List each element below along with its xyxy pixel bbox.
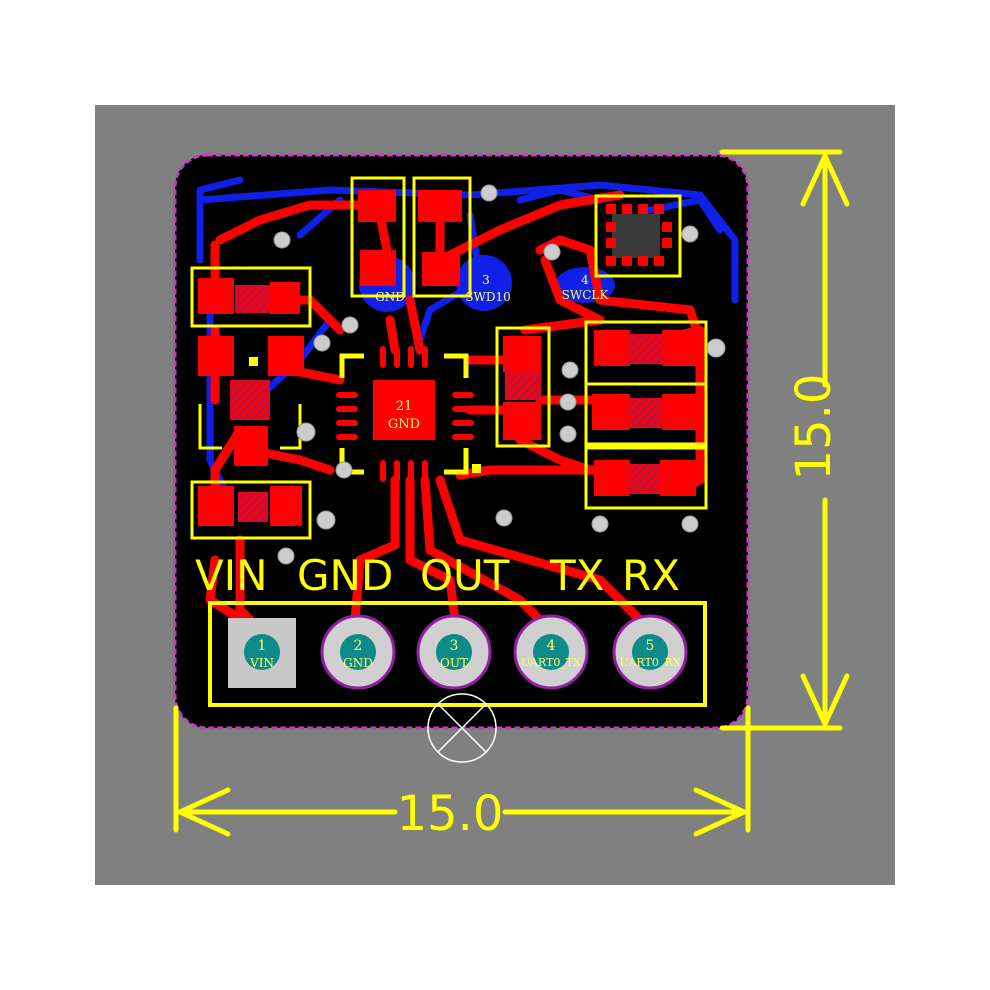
header-label-rx: RX [622, 551, 680, 600]
pin-5-number: 5 [646, 638, 655, 654]
pin-4: 4 UART0_TX [513, 614, 589, 690]
pin-header: 1 VIN 2 GND 3 OUT 4 UART0_TX 5 UART0_RX [208, 601, 707, 707]
pin-5: 5 UART0_RX [612, 614, 688, 690]
pin-3-number: 3 [450, 638, 459, 654]
test-point-swclk-number: 4 [581, 273, 589, 287]
pin-1-net: VIN [249, 656, 274, 670]
ic-center-pin-number: 21 [396, 399, 413, 414]
test-point-labels: GND 3 SWD10 4 SWCLK [375, 273, 609, 304]
header-label-vin: VIN [195, 551, 268, 600]
test-point-swd10-net: SWD10 [465, 290, 510, 304]
pin-4-net: UART0_TX [521, 656, 581, 669]
pin-1-number: 1 [258, 638, 267, 654]
silkscreen-outlines [190, 176, 708, 540]
pin-2: 2 GND [320, 614, 396, 690]
pin-3-net: OUT [440, 656, 468, 670]
dimension-width-label: 15.0 [397, 786, 504, 842]
ic-center-net-label: GND [388, 417, 420, 432]
dimension-vertical [719, 149, 850, 731]
vias [273, 184, 726, 565]
test-point-swd10-number: 3 [482, 273, 490, 287]
pin-5-net: UART0_RX [620, 656, 681, 669]
origin-marker [427, 693, 497, 763]
lga-sensor [594, 194, 682, 278]
header-label-gnd: GND [297, 551, 393, 600]
pin-4-number: 4 [547, 638, 556, 654]
pin-2-net: GND [343, 656, 373, 670]
test-point-swclk-net: SWCLK [562, 288, 610, 302]
dimension-height-label: 15.0 [786, 374, 842, 481]
pin-3: 3 OUT [416, 614, 492, 690]
ic-center-pad [373, 380, 435, 440]
pin-header-outline [208, 601, 707, 707]
pin-1: 1 VIN [228, 618, 296, 688]
header-label-out: OUT [420, 551, 510, 600]
qfn-ic: 21 GND [336, 346, 474, 482]
header-label-tx: TX [549, 551, 604, 600]
silkscreen-dots [249, 357, 481, 473]
smd-pads [198, 190, 698, 526]
test-point-gnd-net: GND [375, 290, 405, 304]
pin-2-number: 2 [354, 638, 363, 654]
header-labels: VIN GND OUT TX RX [195, 551, 680, 600]
